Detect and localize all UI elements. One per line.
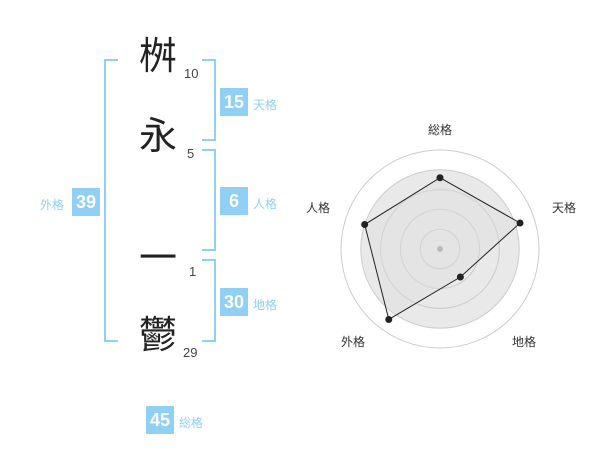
chikaku-bracket <box>202 259 216 342</box>
name-char-4: 鬱 <box>139 313 178 357</box>
radar-point <box>361 221 369 229</box>
gaikaku-bracket <box>104 59 118 342</box>
radar-chart: 総格 天格 地格 外格 人格 <box>306 122 576 349</box>
jinkaku-label: 人格 <box>253 197 278 211</box>
tenkaku-bracket <box>202 59 216 141</box>
radar-point <box>436 174 444 182</box>
radar-ring <box>419 228 461 270</box>
chikaku-label: 地格 <box>253 298 278 312</box>
jinkaku-bracket <box>202 149 216 251</box>
radar-label-soukaku: 総格 <box>428 122 452 137</box>
gaikaku-label: 外格 <box>40 198 65 212</box>
name-char-2: 永 <box>139 114 178 158</box>
gaikaku-value: 39 <box>72 188 100 216</box>
stroke-count-2: 5 <box>187 146 195 161</box>
jinkaku-value: 6 <box>220 187 248 215</box>
radar-point <box>516 219 524 227</box>
name-char-1: 桝 <box>139 34 178 78</box>
radar-label-chikaku: 地格 <box>512 334 536 349</box>
stroke-count-3: 1 <box>189 264 197 279</box>
radar-ring <box>380 189 500 309</box>
soukaku-value: 45 <box>146 406 174 434</box>
soukaku-label: 総格 <box>179 416 204 430</box>
chikaku-value: 30 <box>220 288 248 316</box>
radar-point <box>385 315 393 323</box>
radar-label-gaikaku: 外格 <box>341 334 365 349</box>
radar-point <box>456 273 464 281</box>
stroke-count-1: 10 <box>184 66 199 81</box>
radar-label-tenkaku: 天格 <box>552 200 576 215</box>
radar-label-jinkaku: 人格 <box>306 200 330 215</box>
tenkaku-value: 15 <box>220 88 248 116</box>
radar-ring <box>360 169 520 329</box>
radar-points <box>361 174 524 323</box>
name-char-3: 一 <box>139 236 178 280</box>
stroke-count-4: 29 <box>183 345 198 360</box>
radar-center <box>437 246 443 252</box>
tenkaku-label: 天格 <box>253 98 278 112</box>
